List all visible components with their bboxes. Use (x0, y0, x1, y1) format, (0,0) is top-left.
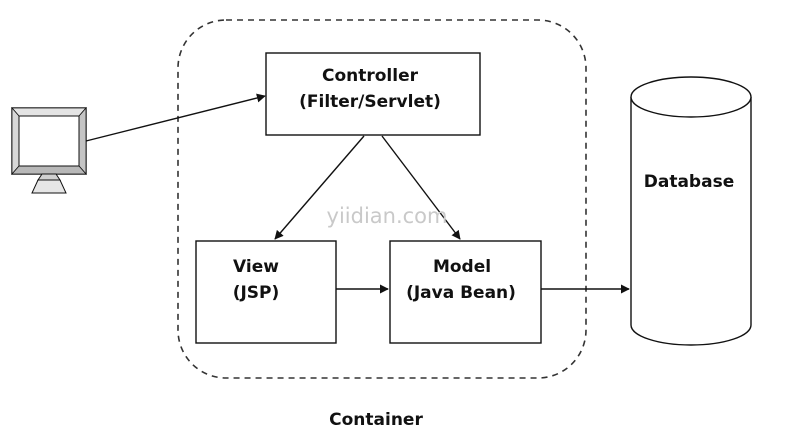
view-label: View (233, 257, 279, 277)
watermark-text: yiidian.com (327, 204, 448, 228)
arrow-controller-to-model (381, 135, 461, 240)
controller-box (265, 52, 481, 136)
computer-monitor-icon (11, 106, 87, 194)
arrow-client-to-controller (85, 93, 266, 142)
arrow-controller-to-view (274, 135, 365, 240)
database-label: Database (644, 172, 734, 192)
container-label: Container (329, 410, 423, 430)
model-sublabel: (Java Bean) (406, 283, 516, 303)
view-sublabel: (JSP) (233, 283, 280, 303)
model-label: Model (433, 257, 491, 277)
controller-sublabel: (Filter/Servlet) (299, 92, 441, 112)
model-box (389, 240, 542, 344)
database-cylinder (630, 76, 752, 346)
controller-label: Controller (322, 66, 419, 86)
container-boundary (177, 19, 587, 379)
view-box (195, 240, 337, 344)
